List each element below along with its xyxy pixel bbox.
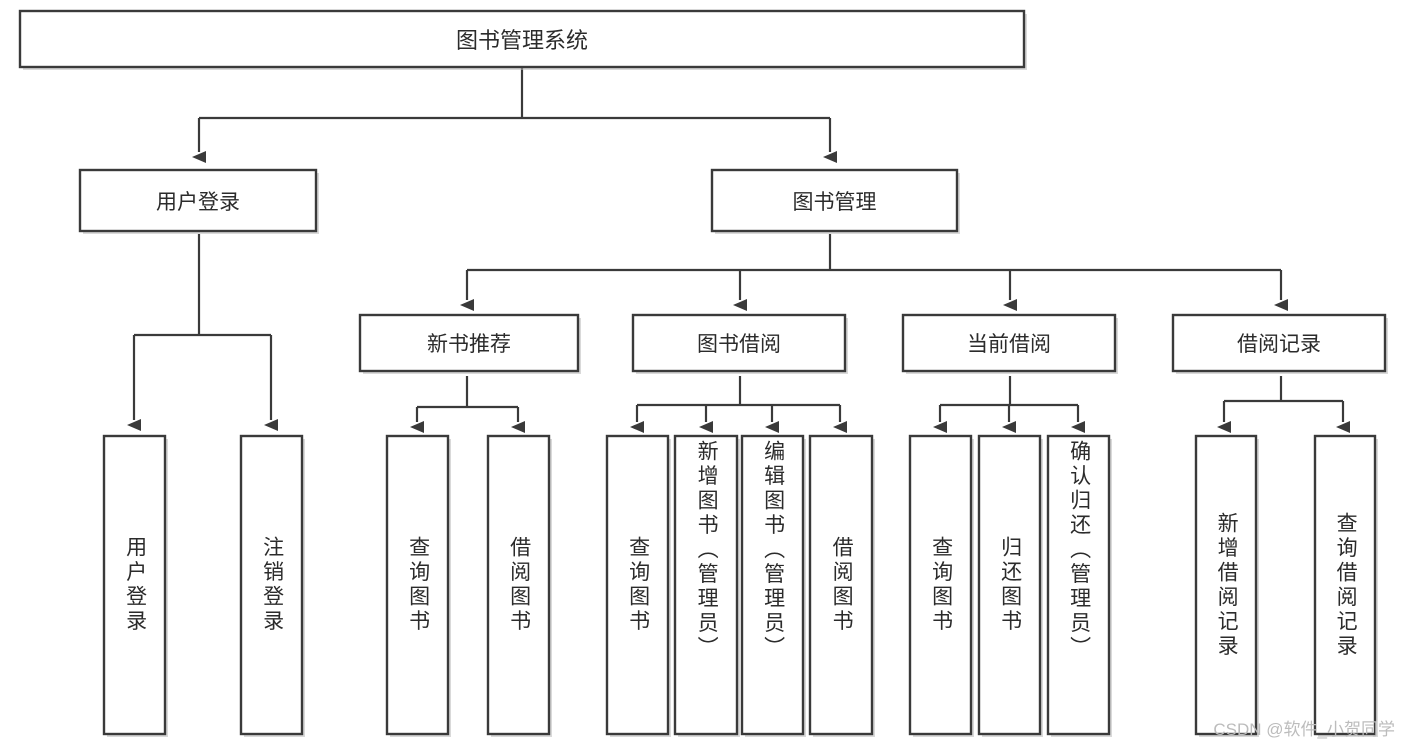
- connector-layer: [127, 68, 1350, 433]
- node-leaf-borrow-book-1[interactable]: [486, 434, 551, 736]
- node-leaf-borrow-book-2[interactable]: [808, 434, 874, 736]
- node-current-borrow[interactable]: [901, 313, 1117, 373]
- node-leaf-return-book[interactable]: [977, 434, 1042, 736]
- node-leaf-query-book-1[interactable]: [385, 434, 450, 736]
- node-leaf-query-book-2[interactable]: [605, 434, 670, 736]
- node-leaf-add-book[interactable]: [673, 434, 739, 736]
- node-new-book-recommend[interactable]: [358, 313, 580, 373]
- node-leaf-add-record[interactable]: [1194, 434, 1258, 736]
- node-leaf-user-login[interactable]: [102, 434, 167, 736]
- node-book-manage[interactable]: [710, 168, 959, 233]
- node-leaf-query-record[interactable]: [1313, 434, 1377, 736]
- node-root[interactable]: [18, 9, 1026, 69]
- node-book-borrow[interactable]: [631, 313, 847, 373]
- node-leaf-edit-book[interactable]: [740, 434, 805, 736]
- node-leaf-user-logout[interactable]: [239, 434, 304, 736]
- node-borrow-record[interactable]: [1171, 313, 1387, 373]
- node-leaf-confirm-return[interactable]: [1046, 434, 1111, 736]
- node-layer: [18, 9, 1388, 737]
- csdn-watermark: CSDN @软件_小贺同学: [1213, 720, 1395, 739]
- node-user-login[interactable]: [78, 168, 318, 233]
- node-leaf-query-book-3[interactable]: [908, 434, 973, 736]
